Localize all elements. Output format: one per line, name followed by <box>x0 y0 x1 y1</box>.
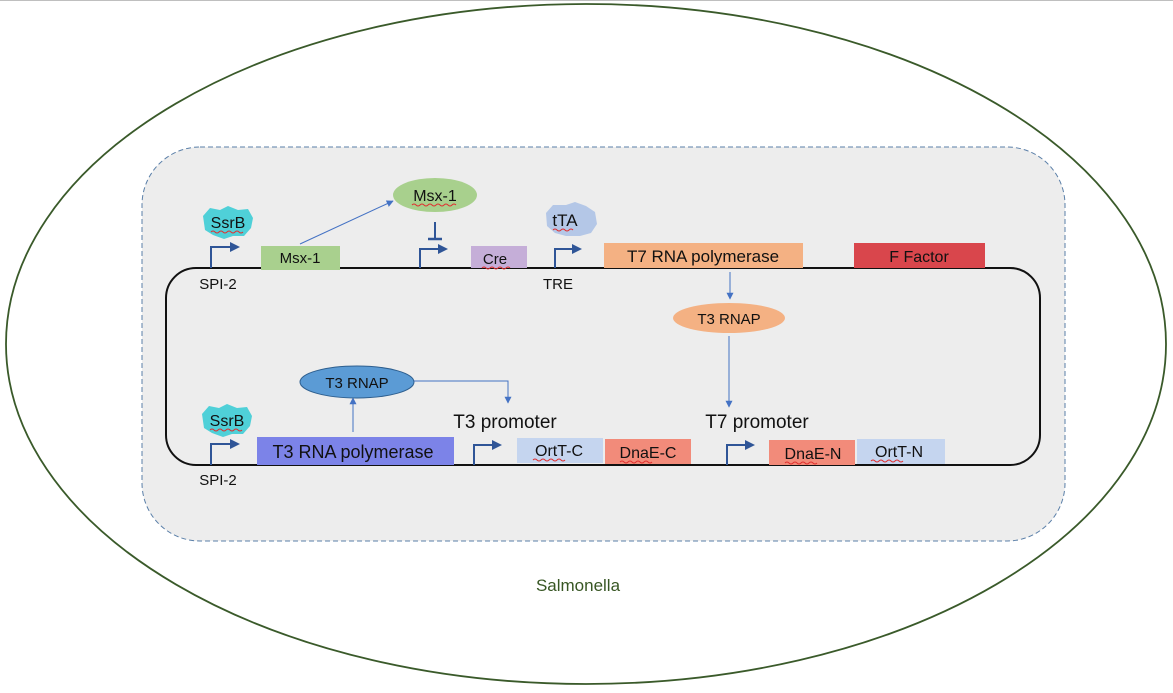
promoter-arrow-icon <box>210 439 240 465</box>
promoter-label: SPI-2 <box>199 276 237 293</box>
spellcheck-underline <box>411 203 457 207</box>
promoter-label: T7 promoter <box>705 412 809 433</box>
msx1-gene: Msx-1 <box>261 246 340 270</box>
gene-box <box>854 243 985 268</box>
gene-box <box>605 439 691 464</box>
promoter-arrow-icon <box>210 242 240 268</box>
organism-label: Salmonella <box>536 576 621 595</box>
t3-rna-polymerase-gene: T3 RNA polymerase <box>257 437 454 465</box>
gene-label: DnaE-C <box>620 445 677 462</box>
spellcheck-underline <box>209 428 243 432</box>
gene-box <box>261 246 340 270</box>
gene-label: F Factor <box>889 249 949 266</box>
t7-rna-polymerase-gene: T7 RNA polymerase <box>604 243 803 268</box>
gene-box <box>769 440 855 465</box>
t3-rnap-protein-top: T3 RNAP <box>673 303 785 333</box>
tta-protein: tTA <box>546 202 597 236</box>
ortt-c-gene: OrtT-C <box>517 438 603 463</box>
tta-blob-icon <box>546 202 597 236</box>
dnae-n-gene: DnaE-N <box>769 440 855 465</box>
spellcheck-underline <box>784 461 818 465</box>
msx1-protein: Msx-1 <box>393 178 477 212</box>
protein-ellipse <box>299 365 415 399</box>
protein-label: T3 RNAP <box>325 375 388 392</box>
spellcheck-underline <box>552 228 574 232</box>
gene-box <box>604 243 803 268</box>
plasmid-backbone <box>165 267 1041 466</box>
promoter-tre: TRE <box>543 244 582 293</box>
promoter-spi2-bottom: SPI-2 <box>199 439 240 489</box>
salmonella-cell-outline <box>5 3 1167 685</box>
gene-label: Msx-1 <box>280 250 321 267</box>
ssrb-blob-icon <box>203 206 253 239</box>
gene-label: OrtT-C <box>535 443 583 460</box>
protein-label: T3 RNAP <box>697 311 760 328</box>
promoter-arrow-icon <box>726 440 755 465</box>
spellcheck-underline <box>619 460 653 464</box>
promoter-arrow-icon <box>473 440 502 465</box>
spellcheck-underline <box>481 266 511 270</box>
f-factor: F Factor <box>854 243 985 268</box>
gene-box <box>857 439 945 464</box>
ssrb-protein-top: SsrB <box>203 206 253 239</box>
gene-label: OrtT-N <box>875 444 923 461</box>
gene-label: Cre <box>483 251 507 268</box>
promoter-arrow-icon <box>554 244 582 268</box>
ortt-n-gene: OrtT-N <box>857 439 945 464</box>
promoter-t7: T7 promoter <box>705 412 809 465</box>
ssrb-label: SsrB <box>211 215 246 232</box>
ssrb-blob-icon <box>202 404 252 437</box>
gene-label: DnaE-N <box>785 446 842 463</box>
gene-label: T3 RNA polymerase <box>272 442 433 462</box>
spellcheck-underline <box>532 458 566 462</box>
activation-arrow-t3-promoter <box>414 380 512 404</box>
protein-ellipse <box>673 303 785 333</box>
t3-rnap-protein-bottom: T3 RNAP <box>299 365 415 399</box>
promoter-arrow-cre <box>419 244 448 268</box>
gene-box <box>471 246 527 268</box>
inner-compartment <box>141 146 1066 542</box>
promoter-label: SPI-2 <box>199 472 237 489</box>
promoter-spi2-top: SPI-2 <box>199 242 240 293</box>
spellcheck-underline <box>870 459 904 463</box>
gene-box <box>257 437 454 465</box>
protein-label: tTA <box>552 211 578 230</box>
promoter-label: T3 promoter <box>453 412 557 433</box>
protein-label: Msx-1 <box>413 188 457 205</box>
gene-label: T7 RNA polymerase <box>627 247 779 266</box>
ssrb-protein-bottom: SsrB <box>202 404 252 437</box>
expression-arrow-msx1 <box>299 200 394 245</box>
promoter-t3: T3 promoter <box>453 412 557 465</box>
spellcheck-underline <box>210 230 244 234</box>
repression-bar <box>428 222 442 241</box>
dnae-c-gene: DnaE-C <box>605 439 691 464</box>
ssrb-label: SsrB <box>210 413 245 430</box>
promoter-label: TRE <box>543 276 573 293</box>
cre-gene: Cre <box>471 246 527 270</box>
